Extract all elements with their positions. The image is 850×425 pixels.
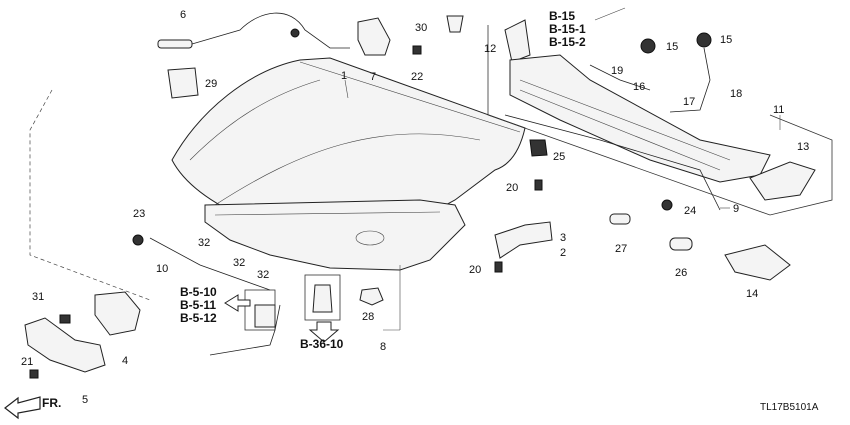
callout-3: 3 xyxy=(560,232,566,244)
callout-20b: 20 xyxy=(469,264,481,276)
washer-hose-18 xyxy=(669,47,711,113)
ref-group-top-right: B-15 B-15-1 B-15-2 xyxy=(549,9,586,49)
clip-28 xyxy=(359,287,384,306)
callout-28: 28 xyxy=(362,311,374,323)
bumper-25 xyxy=(529,139,548,157)
leader-1 xyxy=(344,79,349,99)
ref-b15[interactable]: B-15 xyxy=(549,9,575,23)
callout-2: 2 xyxy=(560,247,566,259)
callout-6: 6 xyxy=(180,9,186,21)
bolt-22 xyxy=(412,45,422,55)
front-arrow xyxy=(4,396,41,420)
damper-stack xyxy=(312,284,333,313)
callout-9: 9 xyxy=(733,203,739,215)
bolt-31 xyxy=(59,314,71,324)
callout-32b: 32 xyxy=(233,257,245,269)
release-handle xyxy=(254,304,276,328)
callout-23: 23 xyxy=(133,208,145,220)
callout-16: 16 xyxy=(633,81,645,93)
ref-arrow-down xyxy=(308,321,340,343)
hood-hinge xyxy=(357,17,391,56)
ref-group-left: B-5-10 B-5-11 B-5-12 xyxy=(180,285,217,325)
callout-32c: 32 xyxy=(257,269,269,281)
release-cable-lower xyxy=(209,304,281,356)
bolt-21 xyxy=(29,369,39,379)
callout-12: 12 xyxy=(484,43,496,55)
ref-arrow-left xyxy=(224,294,251,312)
callout-15b: 15 xyxy=(720,34,732,46)
callout-15a: 15 xyxy=(666,41,678,53)
callout-11: 11 xyxy=(773,104,784,116)
callout-7: 7 xyxy=(370,71,376,83)
callout-32a: 32 xyxy=(198,237,210,249)
callout-8: 8 xyxy=(380,341,386,353)
rod-grommet xyxy=(132,234,144,246)
clip-30 xyxy=(446,15,464,33)
hood-support-rod xyxy=(149,237,271,291)
callout-5: 5 xyxy=(82,394,88,406)
callout-25: 25 xyxy=(553,151,565,163)
bracket-12 xyxy=(504,19,531,63)
ref-b5-10[interactable]: B-5-10 xyxy=(180,285,217,299)
ref-b5-11[interactable]: B-5-11 xyxy=(180,298,216,312)
hood-release-cable xyxy=(157,12,350,49)
box-ref-bottom xyxy=(304,274,341,321)
cowl-group-box xyxy=(487,25,833,216)
hood-panel xyxy=(171,57,526,241)
rubber-24 xyxy=(661,199,673,211)
box-28 xyxy=(244,289,276,331)
latch-bracket xyxy=(24,317,106,373)
callout-21: 21 xyxy=(21,356,33,368)
washer-nozzle-b xyxy=(696,32,712,48)
callout-24: 24 xyxy=(684,205,696,217)
diagram-code: TL17B5101A xyxy=(760,402,819,413)
callout-17: 17 xyxy=(683,96,695,108)
stopper-27 xyxy=(609,213,631,225)
front-label: FR. xyxy=(42,396,61,410)
stopper-26 xyxy=(669,237,693,251)
stopper-29 xyxy=(167,67,199,99)
hood-hinge-bracket xyxy=(494,221,553,259)
hood-latch xyxy=(94,291,141,336)
leader-hood-boundary xyxy=(29,89,151,301)
callout-27: 27 xyxy=(615,243,627,255)
callout-14: 14 xyxy=(746,288,758,300)
cowl-top xyxy=(504,54,771,211)
washer-hose-19 xyxy=(589,64,651,91)
bolt-20-bottom xyxy=(494,261,503,273)
callout-4: 4 xyxy=(122,355,128,367)
washer-nozzle-a xyxy=(640,38,656,54)
callout-31: 31 xyxy=(32,291,44,303)
callout-19: 19 xyxy=(611,65,623,77)
ref-b15-2[interactable]: B-15-2 xyxy=(549,35,586,49)
callout-22: 22 xyxy=(411,71,423,83)
callout-10: 10 xyxy=(156,263,168,275)
cowl-seal-14 xyxy=(724,244,791,281)
callout-18: 18 xyxy=(730,88,742,100)
callout-26: 26 xyxy=(675,267,687,279)
ref-b5-12[interactable]: B-5-12 xyxy=(180,311,217,325)
callout-20a: 20 xyxy=(506,182,518,194)
leader-ref-top xyxy=(594,7,626,21)
cowl-bracket-13 xyxy=(749,161,816,201)
ref-b15-1[interactable]: B-15-1 xyxy=(549,22,586,36)
callout-30: 30 xyxy=(415,22,427,34)
ref-b36-10[interactable]: B-36-10 xyxy=(300,337,344,351)
bolt-20-top xyxy=(534,179,543,191)
callout-29: 29 xyxy=(205,78,217,90)
callout-1: 1 xyxy=(341,70,347,82)
callout-13: 13 xyxy=(797,141,809,153)
